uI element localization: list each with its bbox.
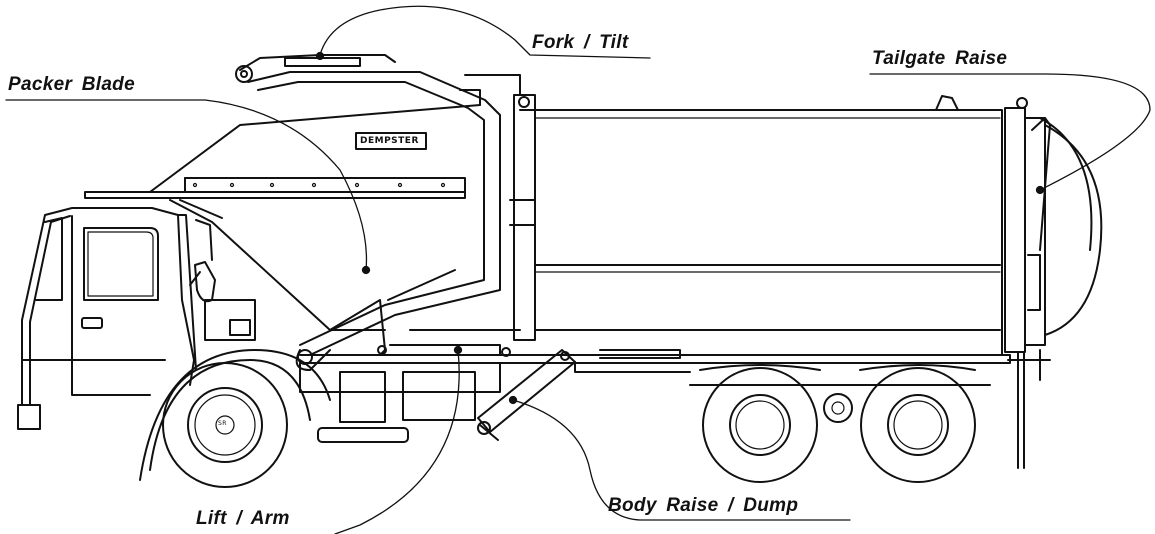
rear-wheels: [574, 349, 991, 483]
tailgate-raise-label: Tailgate Raise: [872, 48, 1008, 69]
truck-cab: [17, 207, 256, 430]
front-wheel: [139, 349, 331, 488]
leader-lines: [5, 5, 1151, 534]
tailgate: [1004, 97, 1103, 469]
lift-arm-label: Lift / Arm: [196, 508, 290, 529]
packer-blade-label: Packer Blade: [8, 74, 135, 95]
chassis-boxes: [299, 362, 501, 443]
lift-arms: [169, 54, 521, 371]
hub-cap-text: SR: [218, 420, 227, 427]
body-raise-dump-label: Body Raise / Dump: [608, 495, 799, 516]
truck-body: [84, 74, 1011, 364]
brand-plate-text: DEMPSTER: [360, 136, 419, 146]
fork-tilt-label: Fork / Tilt: [532, 32, 629, 53]
